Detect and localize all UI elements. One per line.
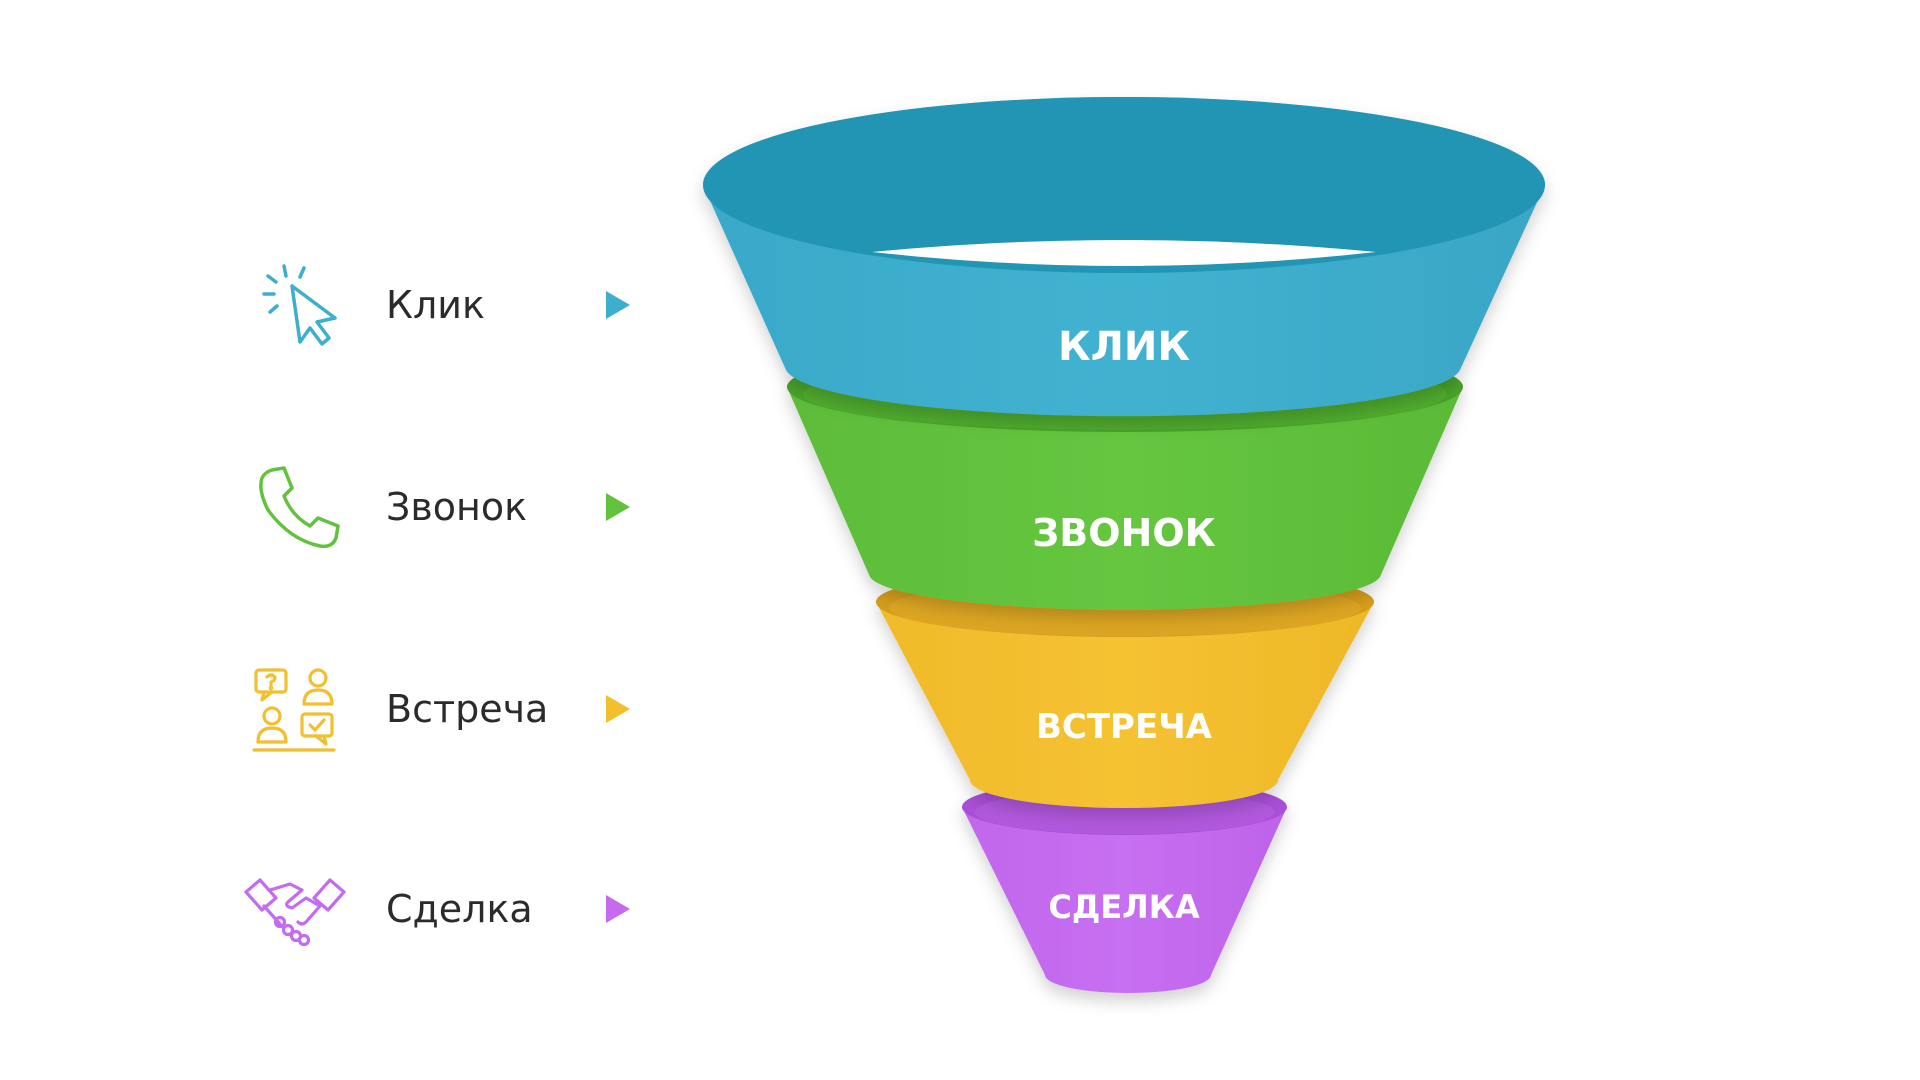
funnel-label-click: КЛИК	[1058, 324, 1190, 370]
triangle-right-icon	[606, 895, 630, 923]
funnel-label-deal: СДЕЛКА	[1048, 888, 1200, 926]
legend-item-meeting: Встреча	[240, 654, 660, 764]
funnel-label-meeting: ВСТРЕЧА	[1036, 707, 1213, 747]
triangle-right-icon	[606, 695, 630, 723]
meeting-icon	[252, 668, 336, 752]
legend-item-deal: Сделка	[240, 854, 660, 964]
legend-label-deal: Сделка	[386, 887, 533, 931]
funnel-segment-click	[703, 97, 1545, 417]
legend-item-call: Звонок	[240, 452, 660, 562]
funnel-segment-deal	[962, 779, 1287, 993]
triangle-right-icon	[606, 291, 630, 319]
legend-item-click: Клик	[240, 250, 660, 360]
cursor-click-icon	[262, 264, 337, 346]
funnel-label-call: ЗВОНОК	[1032, 511, 1215, 555]
legend-label-click: Клик	[386, 283, 485, 327]
legend-label-meeting: Встреча	[386, 687, 549, 731]
legend-label-call: Звонок	[386, 485, 528, 529]
phone-icon	[259, 466, 340, 549]
triangle-right-icon	[606, 493, 630, 521]
handshake-icon	[244, 878, 346, 947]
